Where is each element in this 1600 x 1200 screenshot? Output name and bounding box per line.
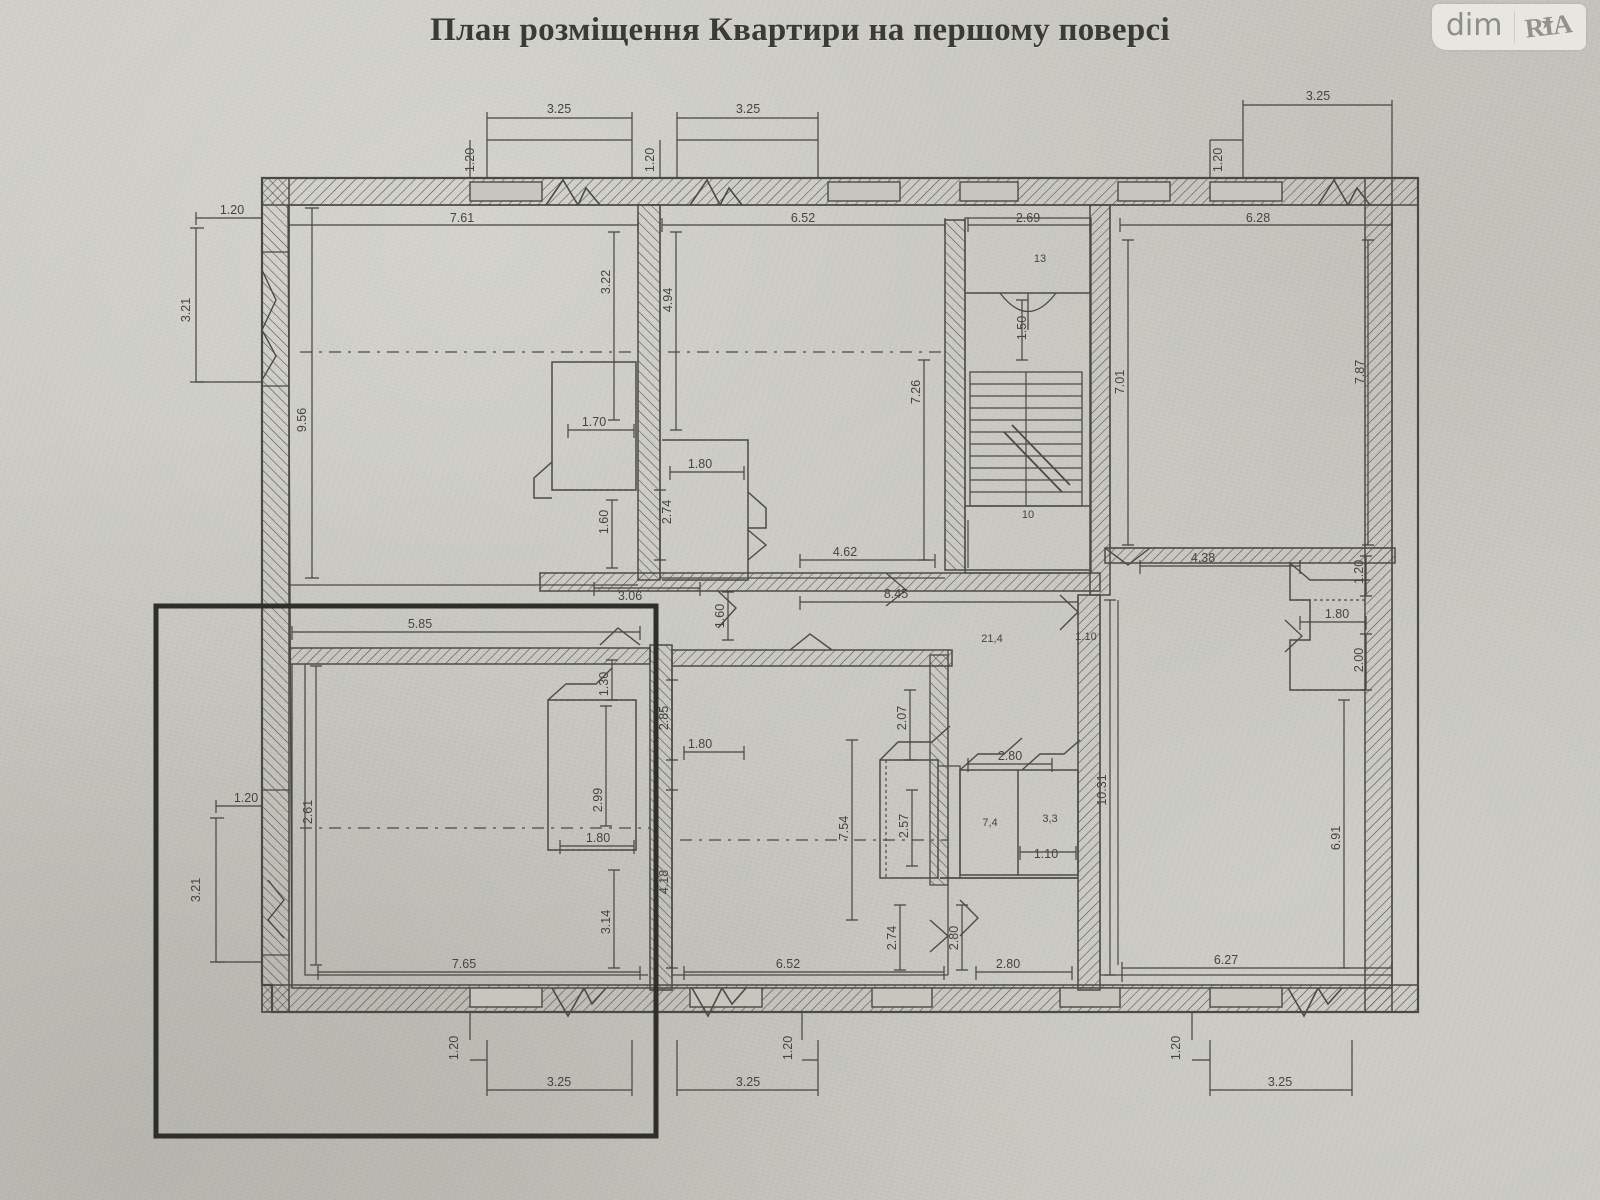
dim-top-7.61: 7.61 — [450, 211, 474, 225]
dim-2.80-a: 2.80 — [998, 749, 1022, 763]
label-wc-mark: 1.10 — [1075, 631, 1096, 643]
dim-7.65: 7.65 — [452, 957, 476, 971]
dim-6.52-b: 6.52 — [776, 957, 800, 971]
page-title: План розміщення Квартири на першому пове… — [430, 12, 1170, 48]
dim-top-offset-a: 1.20 — [463, 148, 477, 172]
dim-2.80-b: 2.80 — [947, 926, 961, 950]
dim-8.45: 8.45 — [884, 587, 908, 601]
dim-7.87: 7.87 — [1353, 360, 1367, 384]
dim-2.74-b: 2.74 — [885, 926, 899, 950]
dim-bot-offset-b: 1.20 — [781, 1036, 795, 1060]
dim-4.18: 4.18 — [657, 870, 671, 894]
watermark-divider — [1514, 11, 1516, 43]
dim-2.07: 2.07 — [895, 706, 909, 730]
dim-bot-3.25-a: 3.25 — [547, 1075, 571, 1089]
dim-2.85: 2.85 — [657, 706, 671, 730]
dim-top-offset-c: 1.20 — [1211, 148, 1225, 172]
dim-3.22: 3.22 — [599, 270, 613, 294]
dim-2.99: 2.99 — [591, 788, 605, 812]
dim-1.80-r: 1.80 — [1325, 607, 1349, 621]
label-room-3.3: 3,3 — [1042, 813, 1057, 825]
dim-6.91: 6.91 — [1329, 826, 1343, 850]
dim-bot-offset-a: 1.20 — [447, 1036, 461, 1060]
dim-2.80-c: 2.80 — [996, 957, 1020, 971]
dim-1.20-r: 1.20 — [1352, 560, 1366, 584]
dim-1.30: 1.30 — [597, 672, 611, 696]
dim-1.80-ll: 1.80 — [586, 831, 610, 845]
dim-5.85: 5.85 — [408, 617, 432, 631]
label-room-13: 13 — [1034, 253, 1046, 265]
dim-left-9.56: 9.56 — [295, 408, 309, 432]
dim-2.57: 2.57 — [897, 814, 911, 838]
dim-left-3.21: 3.21 — [179, 298, 193, 322]
dim-1.70: 1.70 — [582, 415, 606, 429]
watermark-dim-ria: dim ★ RIA — [1431, 4, 1586, 50]
dim-bot-3.25-b: 3.25 — [736, 1075, 760, 1089]
dim-1.80-a: 1.80 — [688, 457, 712, 471]
dim-3.21-ll: 3.21 — [189, 878, 203, 902]
dim-1.60-b: 1.60 — [713, 604, 727, 628]
dim-10.31: 10.31 — [1095, 774, 1109, 805]
label-corridor-area: 21,4 — [981, 633, 1002, 645]
dim-7.01: 7.01 — [1113, 370, 1127, 394]
plan-geometry — [260, 176, 1420, 1018]
dim-left-1.20: 1.20 — [220, 203, 244, 217]
dim-top-3.25-a: 3.25 — [547, 102, 571, 116]
watermark-dim-text: dim — [1445, 8, 1503, 43]
dim-top-offset-b: 1.20 — [643, 148, 657, 172]
dim-1.10: 1.10 — [1034, 847, 1058, 861]
dimension-labels: 3.25 3.25 3.25 1.20 1.20 1.20 1.20 7.61 … — [179, 89, 1367, 1089]
label-room-7.4: 7,4 — [982, 817, 997, 829]
dim-4.94: 4.94 — [661, 288, 675, 312]
dim-bot-3.25-c: 3.25 — [1268, 1075, 1292, 1089]
dim-3.06: 3.06 — [618, 589, 642, 603]
dim-1.50-stair: 1.50 — [1015, 316, 1029, 340]
dim-top-2.69: 2.69 — [1016, 211, 1040, 225]
dimension-lines — [190, 100, 1393, 1096]
dim-4.38: 4.38 — [1191, 551, 1215, 565]
dim-1.80-c: 1.80 — [688, 737, 712, 751]
dim-7.54: 7.54 — [837, 816, 851, 840]
dim-top-6.28: 6.28 — [1246, 211, 1270, 225]
dim-top-6.52: 6.52 — [791, 211, 815, 225]
dim-6.27: 6.27 — [1214, 953, 1238, 967]
dim-2.61: 2.61 — [301, 800, 315, 824]
dim-1.60-a: 1.60 — [597, 510, 611, 534]
dim-7.26: 7.26 — [909, 380, 923, 404]
dim-4.62: 4.62 — [833, 545, 857, 559]
dim-1.20-ll: 1.20 — [234, 791, 258, 805]
label-stair-10: 10 — [1022, 509, 1034, 521]
dim-2.74: 2.74 — [660, 500, 674, 524]
dim-2.00-r: 2.00 — [1352, 648, 1366, 672]
dim-bot-offset-c: 1.20 — [1169, 1036, 1183, 1060]
selected-apartment-highlight — [153, 603, 659, 1139]
dim-top-3.25-c: 3.25 — [1306, 89, 1330, 103]
dim-top-3.25-b: 3.25 — [736, 102, 760, 116]
dim-3.14: 3.14 — [599, 910, 613, 934]
